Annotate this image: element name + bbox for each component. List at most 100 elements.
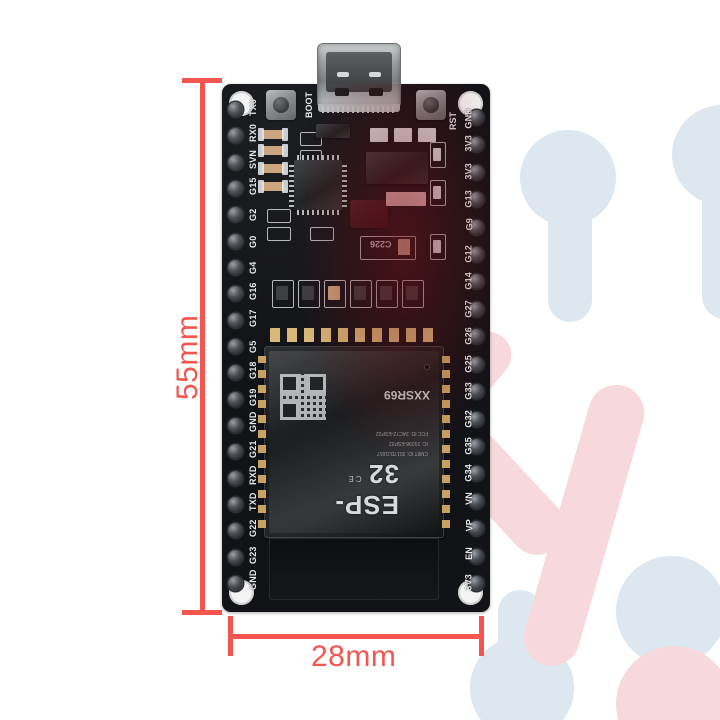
pin-left-g4[interactable] [228, 260, 243, 275]
pin-left-g19[interactable] [228, 391, 243, 407]
pin-right-g33[interactable] [469, 384, 484, 400]
dim-vertical-cap-top [182, 78, 222, 83]
usb-c-notch-right [369, 88, 383, 96]
usb-c-notch-left [335, 88, 349, 96]
pin-left-g21[interactable] [228, 444, 243, 460]
silkscreen-outline [267, 227, 291, 241]
smd-resistor [262, 164, 284, 173]
smd-capacitor [433, 240, 441, 253]
pin-left-g15[interactable] [228, 181, 243, 196]
pin-label-left-rxd: RXD [248, 465, 258, 485]
pin-left-g18[interactable] [228, 365, 243, 381]
pin-left-g16[interactable] [228, 286, 243, 302]
module-gold-pad-row [270, 328, 440, 342]
usb-c-pin-row [322, 106, 396, 113]
silkscreen-c226 [360, 236, 416, 260]
smd-resistor [302, 286, 314, 300]
pin-right-g32[interactable] [469, 411, 484, 427]
pin-label-left-g18: G18 [248, 361, 258, 380]
pin-left-g5[interactable] [228, 339, 243, 354]
pin-label-left-g5: G5 [248, 340, 258, 353]
pin-left-gnd[interactable] [228, 418, 243, 433]
dim-horizontal-cap-left [228, 616, 233, 656]
pin-label-left-g16: G16 [248, 282, 258, 301]
pin-right-3v3[interactable] [469, 576, 484, 591]
ic-pins-top [297, 155, 339, 160]
solder-pad [282, 128, 288, 141]
watermark-earbud-blue-1 [520, 130, 630, 350]
pin-left-rxd[interactable] [228, 470, 243, 486]
pin-right-vp[interactable] [469, 521, 484, 537]
module-cert-line-1: FCC ID: 2AC7Z-ESP32 [375, 430, 428, 436]
smd-resistor [262, 130, 284, 139]
pin-right-g34[interactable] [469, 466, 484, 482]
pin-label-left-g15: G15 [248, 177, 258, 195]
pin-right-3v3[interactable] [469, 164, 484, 180]
pin-left-g23[interactable] [228, 549, 243, 565]
pin-label-right-en: EN [464, 546, 474, 560]
pin-label-left-g0: G0 [248, 235, 258, 248]
pin-left-rx0[interactable] [228, 128, 243, 144]
pin-label-right-g12: G12 [464, 245, 474, 263]
silkscreen-outline [350, 280, 372, 308]
pin-label-right-vn: VN [464, 491, 474, 505]
dim-horizontal-line [228, 634, 484, 639]
small-ic [316, 124, 350, 138]
pin-right-g12[interactable] [469, 247, 484, 263]
smd-capacitor [370, 128, 388, 142]
silkscreen-outline [402, 280, 424, 308]
silkscreen-outline [430, 234, 446, 260]
capacitor-large [350, 200, 388, 228]
pin-right-g35[interactable] [469, 438, 484, 454]
usb-c-tab-right [369, 72, 381, 77]
pin-left-svn[interactable] [228, 154, 243, 170]
pin-right-g14[interactable] [469, 274, 484, 290]
pin-right-g13[interactable] [469, 192, 484, 208]
pin-right-g25[interactable] [469, 356, 484, 372]
pin-label-right-g26: G26 [464, 327, 474, 345]
solder-pad [258, 162, 264, 175]
pin-label-right-g35: G35 [464, 436, 474, 455]
pin-left-g2[interactable] [228, 207, 243, 223]
module-qr-code [280, 374, 326, 420]
pin-left-tx0[interactable] [228, 102, 243, 117]
pin-right-en[interactable] [469, 548, 484, 564]
pin-right-g26[interactable] [469, 329, 484, 345]
pin-label-right-g13: G13 [464, 190, 474, 208]
module-castellations-right [442, 356, 450, 528]
reset-button[interactable] [416, 90, 446, 120]
pin-right-g27[interactable] [469, 301, 484, 317]
pin-label-left-svn: SVN [248, 149, 258, 169]
silkscreen-outline [298, 280, 320, 308]
pin-left-g22[interactable] [228, 523, 243, 539]
smd-resistor [406, 286, 418, 300]
smd-resistor [328, 286, 340, 300]
pin-label-left-g19: G19 [248, 388, 258, 406]
pin-left-g17[interactable] [228, 312, 243, 328]
silkscreen-outline [324, 280, 346, 308]
pin-left-gnd[interactable] [228, 576, 243, 591]
pin-label-left-gnd: GND [248, 411, 258, 432]
pin-left-txd[interactable] [228, 497, 243, 512]
ic-pins-bottom [297, 210, 339, 215]
solder-pad [258, 180, 264, 193]
silkscreen-outline [272, 280, 294, 308]
smd-capacitor [433, 186, 441, 199]
dim-vertical-line [200, 78, 205, 615]
solder-pad [258, 144, 264, 157]
pin-right-vn[interactable] [469, 493, 484, 509]
pin-right-g9[interactable] [469, 219, 484, 235]
pin-left-g0[interactable] [228, 233, 243, 249]
pin-right-gnd[interactable] [469, 110, 484, 125]
boot-button[interactable] [266, 90, 296, 120]
pin-label-left-rx0: RX0 [248, 124, 258, 143]
dim-height-label: 55mm [171, 314, 204, 400]
usb-uart-ic [289, 155, 347, 215]
smd-capacitor [398, 239, 410, 255]
pin-label-right-vp: VP [464, 519, 474, 532]
pin-right-3v3[interactable] [469, 137, 484, 153]
smd-capacitor [433, 148, 441, 161]
pin-label-right-g27: G27 [464, 299, 474, 318]
module-cert-line-3: CMIIT ID: 2017DJ1657 [376, 450, 428, 456]
